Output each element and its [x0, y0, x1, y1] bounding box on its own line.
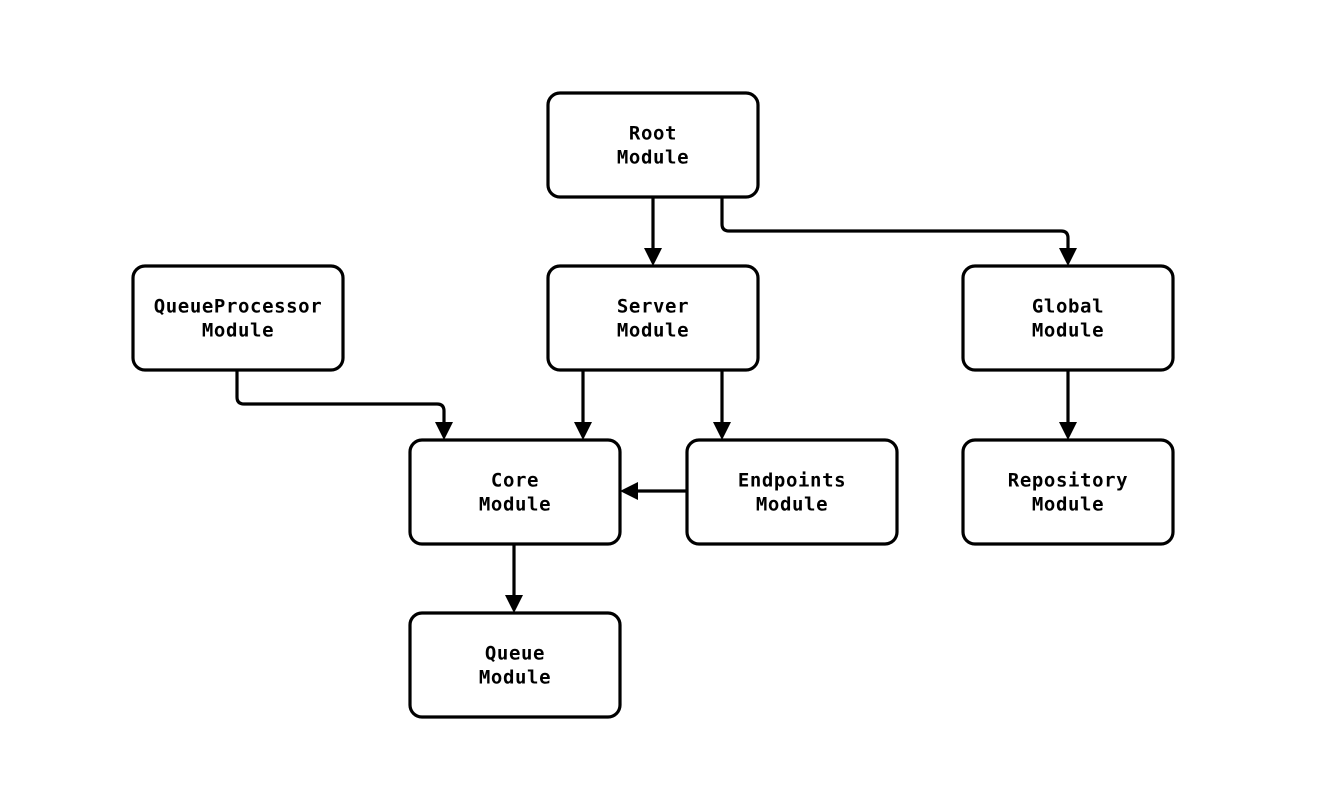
edges-layer	[235, 197, 1077, 613]
global-module-node-label-line2: Module	[1032, 320, 1104, 342]
edge-root-to-server	[644, 197, 662, 266]
root-module-node-box[interactable]	[546, 91, 760, 199]
edge-global-to-repository-arrowhead-icon	[1059, 422, 1077, 440]
server-module-node-label-line2: Module	[617, 320, 689, 342]
edge-root-to-global-arrowhead-icon	[1059, 248, 1077, 266]
queueprocessor-module-node-box[interactable]	[131, 264, 345, 372]
queue-module-node-box[interactable]	[408, 611, 622, 719]
endpoints-module-node-label-line1: Endpoints	[738, 470, 846, 492]
edge-queueprocessor-to-core	[235, 370, 453, 440]
core-module-node-box[interactable]	[408, 438, 622, 546]
endpoints-module-node-label-line2: Module	[756, 494, 828, 516]
edge-server-to-core-arrowhead-icon	[574, 422, 592, 440]
edge-server-to-endpoints	[713, 370, 731, 440]
edge-root-to-server-arrowhead-icon	[644, 248, 662, 266]
edge-endpoints-to-core-arrowhead-icon	[620, 482, 638, 500]
root-module-node-label-line2: Module	[617, 147, 689, 169]
core-module-node-label-line1: Core	[491, 470, 539, 492]
queue-module-node-label-line2: Module	[479, 667, 551, 689]
edge-root-to-global	[720, 197, 1077, 266]
edge-queueprocessor-to-core-arrowhead-icon	[435, 422, 453, 440]
edge-endpoints-to-core	[620, 482, 687, 500]
edge-server-to-endpoints-arrowhead-icon	[713, 422, 731, 440]
repository-module-node-box[interactable]	[961, 438, 1175, 546]
root-module-node-label-line1: Root	[629, 123, 677, 145]
edge-core-to-queue	[505, 544, 523, 613]
edge-server-to-core	[574, 370, 592, 440]
global-module-node-label-line1: Global	[1032, 296, 1104, 318]
edge-core-to-queue-arrowhead-icon	[505, 595, 523, 613]
edge-queueprocessor-to-core-line	[235, 370, 446, 426]
repository-module-node-label-line2: Module	[1032, 494, 1104, 516]
edge-global-to-repository	[1059, 370, 1077, 440]
server-module-node-box[interactable]	[546, 264, 760, 372]
server-module-node-label-line1: Server	[617, 296, 689, 318]
queueprocessor-module-node-label-line2: Module	[202, 320, 274, 342]
nodes-layer: RootModuleQueueProcessorModuleServerModu…	[131, 91, 1175, 719]
edge-root-to-global-line	[720, 197, 1070, 252]
global-module-node-box[interactable]	[961, 264, 1175, 372]
repository-module-node-label-line1: Repository	[1008, 470, 1128, 492]
queue-module-node-label-line1: Queue	[485, 643, 545, 665]
queueprocessor-module-node-label-line1: QueueProcessor	[154, 296, 323, 318]
core-module-node-label-line2: Module	[479, 494, 551, 516]
endpoints-module-node-box[interactable]	[685, 438, 899, 546]
